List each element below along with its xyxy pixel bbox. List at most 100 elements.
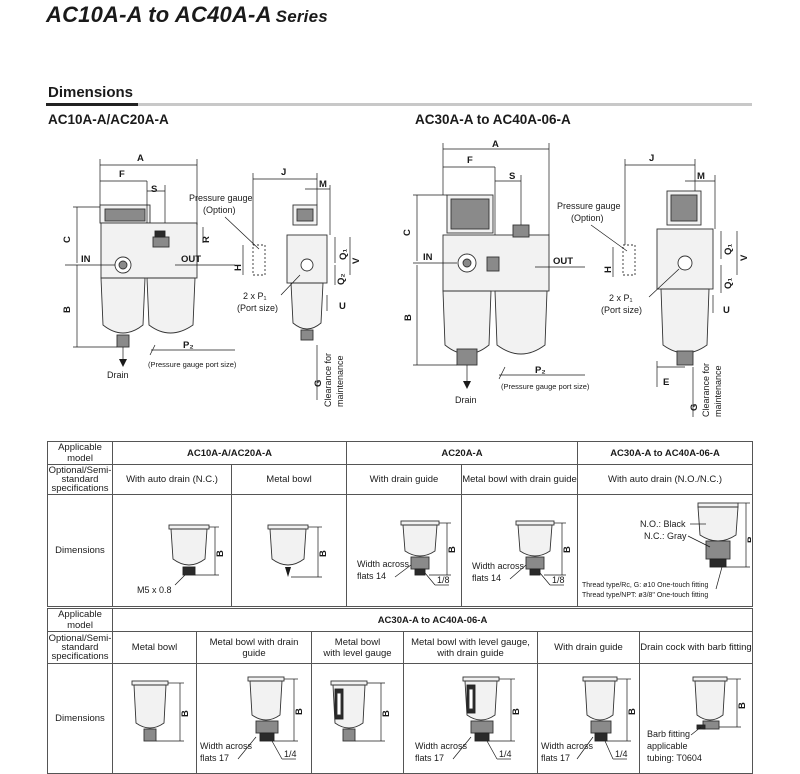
left-dim-C: C xyxy=(62,236,73,243)
section-rule xyxy=(46,103,752,106)
table2-optional-label: Optional/Semi-standard specifications xyxy=(47,631,113,664)
c5-note2: Thread type/NPT: ø3/8" One-touch fitting xyxy=(582,592,708,599)
right-label-maintenance: maintenance xyxy=(713,365,723,417)
table2-col-drain-guide: With drain guide xyxy=(537,631,640,664)
right-label-p2: P₂ xyxy=(535,365,546,376)
c4-flats: flats 14 xyxy=(472,573,501,583)
t2c6-line1: Drain cock with barb fitting xyxy=(640,642,752,653)
table1-applicable-model-label: Applicable model xyxy=(47,441,113,465)
metal-bowl-figure: B xyxy=(267,524,329,577)
left-dim-F: F xyxy=(119,169,125,180)
right-front-view xyxy=(442,194,550,389)
table1-model-row: Applicable model AC10A-A/AC20A-A AC20A-A… xyxy=(47,441,753,465)
right-dim-U: U xyxy=(723,305,730,316)
table2-cell-metal-bowl-drain-guide: B Width across flats 17 1/4 xyxy=(196,663,312,774)
table1-dimensions-row: Dimensions B M5 x 0.8 B xyxy=(47,494,753,607)
left-label-pressure-gauge: Pressure gauge xyxy=(189,193,253,203)
table2-col-drain-cock-barb: Drain cock with barb fitting xyxy=(639,631,753,664)
t2-level-gauge-drain-guide-figure: B Width across flats 17 1/4 xyxy=(415,676,522,763)
t2c4-width: Width across xyxy=(415,741,468,751)
table2-group-ac30-ac40: AC30A-A to AC40A-06-A xyxy=(112,608,753,632)
right-label-pressure-gauge: Pressure gauge xyxy=(557,201,621,211)
t2-level-gauge-figure: B xyxy=(330,680,392,741)
t2c4-B: B xyxy=(511,708,522,715)
t2c3-B: B xyxy=(381,710,392,717)
table1-col-drain-guide: With drain guide xyxy=(346,464,462,495)
right-dim-E: E xyxy=(663,377,669,388)
t2c2-flats: flats 17 xyxy=(200,753,229,763)
right-side-view xyxy=(622,190,714,366)
left-side-view xyxy=(252,204,328,341)
left-label-p2: P₂ xyxy=(183,340,194,351)
right-label-out: OUT xyxy=(553,256,573,267)
t2c3-line1: Metal bowl xyxy=(334,636,381,648)
t2c5-width: Width across xyxy=(541,741,594,751)
right-label-in: IN xyxy=(423,252,433,263)
t2c5-B: B xyxy=(627,708,638,715)
left-dim-H: H xyxy=(233,264,244,271)
right-dim-Q1-top: Q₁ xyxy=(723,244,734,255)
right-dim-M: M xyxy=(697,171,705,182)
right-dim-G: G xyxy=(689,404,700,411)
t2c1-B: B xyxy=(180,710,191,717)
left-label-port-size: (Port size) xyxy=(237,303,278,313)
left-dim-R: R xyxy=(201,236,212,243)
table1-cell-auto-drain-nc: B M5 x 0.8 xyxy=(112,494,232,607)
t2c2-width: Width across xyxy=(200,741,253,751)
right-dim-F: F xyxy=(467,155,473,166)
drain-guide-figure: B Width across flats 14 1/8 xyxy=(357,520,458,585)
right-dim-H: H xyxy=(603,266,614,273)
left-drawing-title: AC10A-A/AC20A-A xyxy=(48,112,169,127)
table1-group-ac30-ac40: AC30A-A to AC40A-06-A xyxy=(577,441,753,465)
right-dim-J: J xyxy=(649,153,654,164)
c3-flats: flats 14 xyxy=(357,571,386,581)
left-dim-M: M xyxy=(319,179,327,190)
c1-B: B xyxy=(215,550,226,557)
c5-B: B xyxy=(746,536,751,543)
left-label-drain: Drain xyxy=(107,370,129,380)
table2-dimensions-label: Dimensions xyxy=(47,663,113,774)
section-rule-accent xyxy=(46,103,138,106)
left-label-gauge-port: (Pressure gauge port size) xyxy=(148,360,237,369)
left-dim-S: S xyxy=(151,184,157,195)
t2-metal-bowl-drain-guide-figure: B Width across flats 17 1/4 xyxy=(200,676,305,763)
t2c5-thread: 1/4 xyxy=(615,749,628,759)
t2c6-B: B xyxy=(737,702,748,709)
table2-applicable-model-label: Applicable model xyxy=(47,608,113,632)
right-dimension-drawing: A F S C B IN OUT P₂ (Pressure gauge port… xyxy=(402,139,750,417)
table2-col-metal-bowl: Metal bowl xyxy=(112,631,197,664)
left-dim-V: V xyxy=(351,257,362,264)
t2-drain-guide-figure: B Width across flats 17 1/4 xyxy=(541,676,638,763)
table2-cell-metal-bowl-level-gauge: B xyxy=(311,663,404,774)
left-front-view xyxy=(99,204,198,367)
right-label-clearance: Clearance for xyxy=(701,363,711,417)
left-dim-G: G xyxy=(313,380,324,387)
left-label-out: OUT xyxy=(181,254,201,265)
right-dim-C: C xyxy=(402,229,413,236)
left-label-in: IN xyxy=(81,254,91,265)
t2c4-thread: 1/4 xyxy=(499,749,512,759)
t2c1-line1: Metal bowl xyxy=(131,642,178,653)
right-dim-S: S xyxy=(509,171,515,182)
t2c5-line1: With drain guide xyxy=(554,642,623,653)
table2-col-metal-bowl-drain-guide: Metal bowl with drain guide xyxy=(196,631,312,664)
table1-col-metal-bowl: Metal bowl xyxy=(231,464,347,495)
t2c6-barb3: tubing: T0604 xyxy=(647,753,702,763)
left-label-port-p1: 2 x P₁ xyxy=(243,291,267,301)
t2c2-thread: 1/4 xyxy=(284,749,297,759)
c4-B: B xyxy=(562,546,573,553)
table1-spec-row: Optional/Semi-standard specifications Wi… xyxy=(47,464,753,495)
right-dim-V: V xyxy=(739,254,750,261)
left-label-clearance: Clearance for xyxy=(323,353,333,407)
right-dim-B: B xyxy=(403,314,414,321)
table2-model-row: Applicable model AC30A-A to AC40A-06-A xyxy=(47,608,753,632)
table1-col-metal-bowl-drain-guide: Metal bowl with drain guide xyxy=(461,464,578,495)
table2-cell-metal-bowl: B xyxy=(112,663,197,774)
t2c5-flats: flats 17 xyxy=(541,753,570,763)
right-dim-A: A xyxy=(492,139,499,150)
table1-col-auto-drain-no-nc: With auto drain (N.O./N.C.) xyxy=(577,464,753,495)
table2-cell-drain-guide: B Width across flats 17 1/4 xyxy=(537,663,640,774)
left-dim-Q1: Q₁ xyxy=(338,249,349,260)
right-drawing-title: AC30A-A to AC40A-06-A xyxy=(415,112,571,127)
